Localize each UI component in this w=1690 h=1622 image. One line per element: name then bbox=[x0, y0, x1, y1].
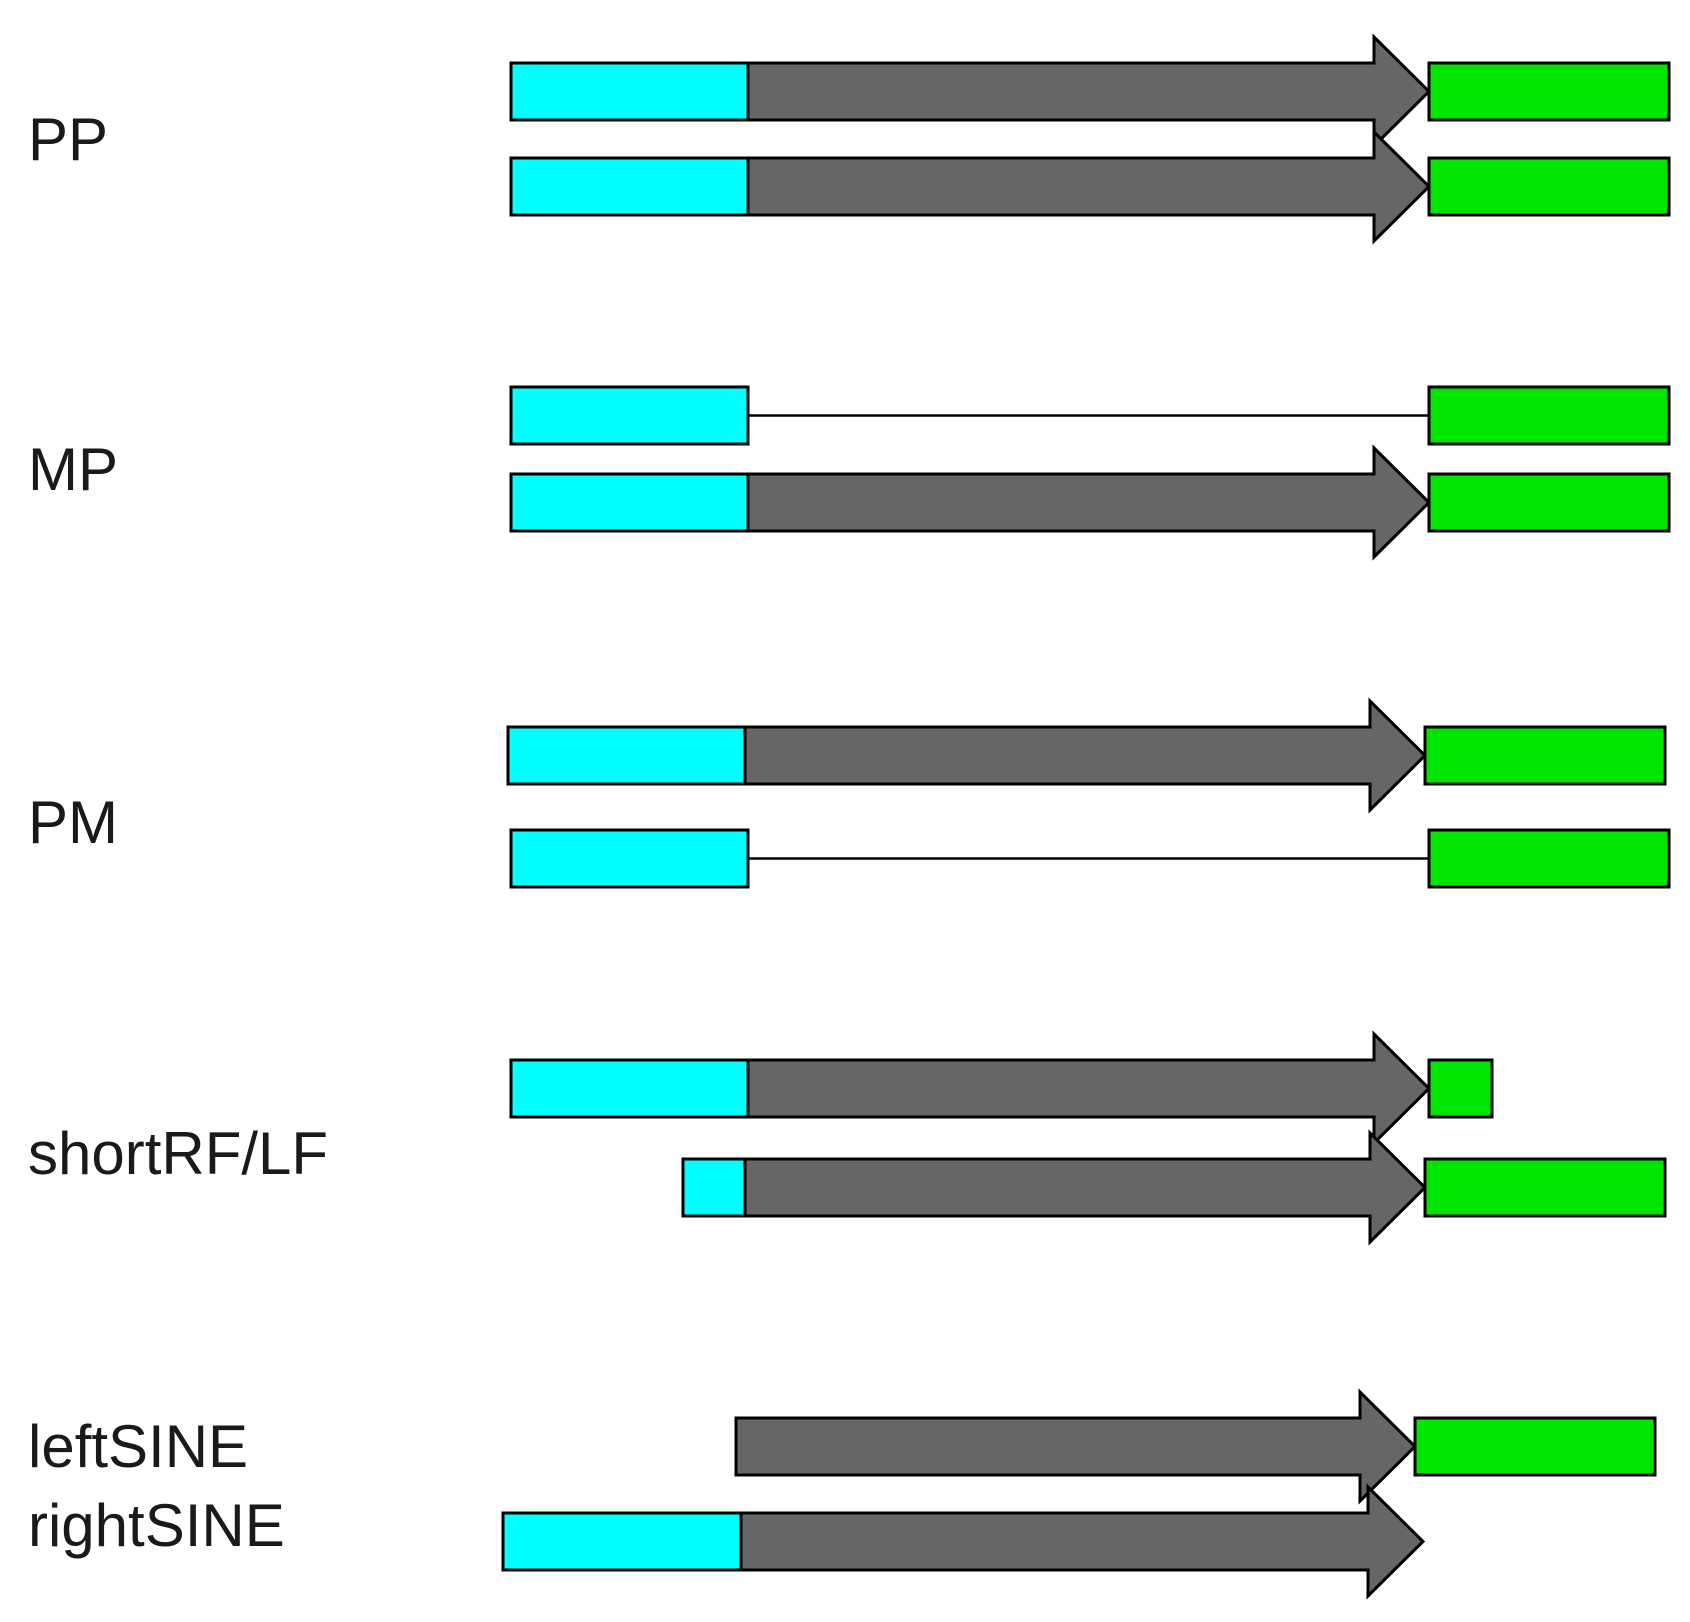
left-flank-box bbox=[509, 156, 750, 217]
sine-arrow bbox=[739, 1483, 1426, 1600]
row-4-0 bbox=[734, 1388, 1657, 1505]
left-flank-box bbox=[506, 725, 747, 786]
group-label-mp: MP bbox=[28, 436, 118, 503]
right-flank-box bbox=[1427, 156, 1671, 217]
group-label-leftsine: leftSINE bbox=[28, 1413, 249, 1480]
left-flank-box bbox=[501, 1511, 743, 1572]
right-flank-box bbox=[1427, 61, 1671, 122]
sine-arrow bbox=[746, 444, 1432, 561]
left-flank-box bbox=[509, 828, 750, 889]
right-flank-box bbox=[1413, 1416, 1657, 1477]
right-flank-box bbox=[1427, 1058, 1494, 1119]
sine-arrow bbox=[746, 1030, 1432, 1147]
left-flank-box bbox=[681, 1157, 747, 1218]
group-label-pm: PM bbox=[28, 789, 118, 856]
row-0-1 bbox=[509, 128, 1671, 245]
row-1-0 bbox=[509, 385, 1671, 446]
sine-arrow bbox=[746, 33, 1432, 150]
row-3-1 bbox=[681, 1129, 1667, 1246]
row-3-0 bbox=[509, 1030, 1494, 1147]
group-label-pp: PP bbox=[28, 106, 109, 173]
left-flank-box bbox=[509, 61, 750, 122]
sine-arrow bbox=[743, 1129, 1428, 1246]
sine-arrow bbox=[746, 128, 1432, 245]
sine-arrow bbox=[734, 1388, 1418, 1505]
group-label-shortrf-lf: shortRF/LF bbox=[28, 1120, 329, 1187]
right-flank-box bbox=[1427, 385, 1671, 446]
row-0-0 bbox=[509, 33, 1671, 150]
left-flank-box bbox=[509, 472, 750, 533]
group-label-rightsine: rightSINE bbox=[28, 1492, 285, 1559]
right-flank-box bbox=[1423, 1157, 1667, 1218]
row-4-1 bbox=[501, 1483, 1426, 1600]
sine-arrow bbox=[743, 697, 1428, 814]
left-flank-box bbox=[509, 1058, 750, 1119]
right-flank-box bbox=[1427, 472, 1671, 533]
right-flank-box bbox=[1423, 725, 1667, 786]
right-flank-box bbox=[1427, 828, 1671, 889]
left-flank-box bbox=[509, 385, 750, 446]
diagram-rows bbox=[501, 33, 1671, 1600]
row-2-1 bbox=[509, 828, 1671, 889]
row-1-1 bbox=[509, 444, 1671, 561]
row-2-0 bbox=[506, 697, 1667, 814]
